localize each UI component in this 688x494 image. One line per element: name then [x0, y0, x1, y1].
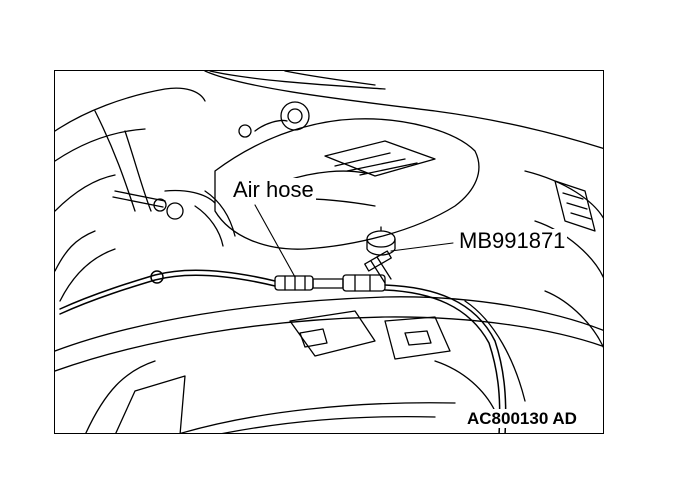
- intake-piping: [112, 189, 236, 247]
- engine-bay-illustration: [55, 71, 603, 433]
- hood-panel: [204, 71, 603, 150]
- front-panel: [55, 296, 603, 433]
- hose-coupler: [274, 274, 386, 292]
- figure-code-label: AC800130 AD: [465, 409, 579, 428]
- leader-lines: [254, 204, 454, 278]
- air-hose: [59, 269, 507, 433]
- bumper-lines: [179, 402, 456, 433]
- pressure-gauge-tool: [364, 226, 396, 284]
- engine-cover: [214, 101, 480, 250]
- air-hose-label: Air hose: [231, 177, 316, 202]
- figure-frame: Air hose MB991871 AC800130 AD: [54, 70, 604, 434]
- right-fender: [524, 170, 603, 349]
- left-fender: [55, 87, 206, 302]
- tool-number-label: MB991871: [457, 228, 568, 253]
